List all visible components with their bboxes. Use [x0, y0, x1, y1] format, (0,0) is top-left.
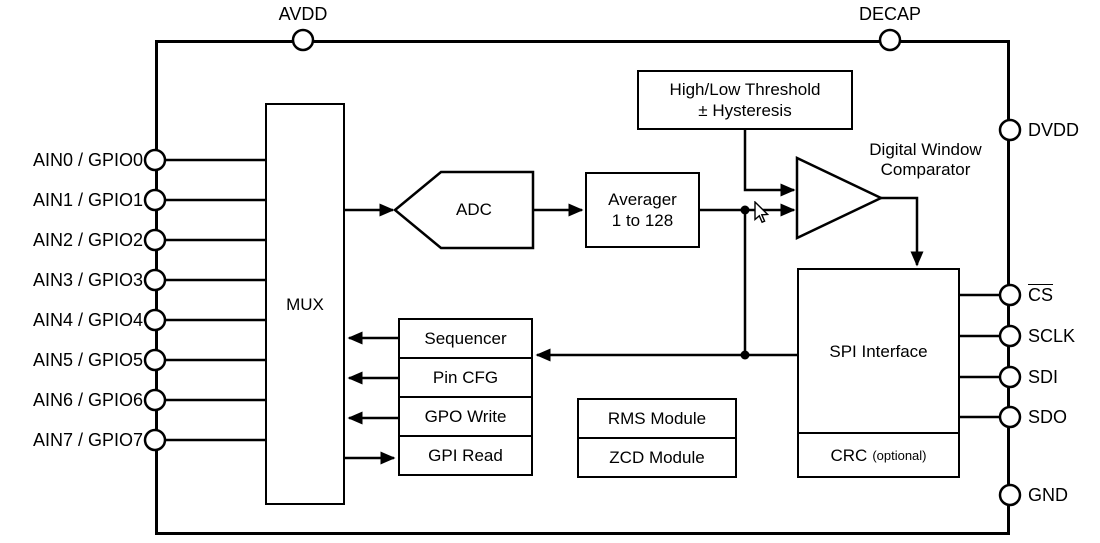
pin-sdi [998, 365, 1022, 389]
rms-module-block: RMS Module [579, 400, 735, 437]
pin-ain1 [143, 188, 167, 212]
adc-shape [393, 170, 535, 250]
rms-zcd-stack: RMS Module ZCD Module [577, 398, 737, 478]
pin-ain6 [143, 388, 167, 412]
crc-section: CRC (optional) [799, 432, 958, 476]
zcd-module-block: ZCD Module [579, 437, 735, 476]
pin-ain0 [143, 148, 167, 172]
threshold-block: High/Low Threshold ± Hysteresis [637, 70, 853, 130]
spi-interface-block: SPI Interface CRC (optional) [797, 268, 960, 478]
pin-ain5 [143, 348, 167, 372]
sequencer-block: Sequencer [400, 320, 531, 357]
pin-sclk [998, 324, 1022, 348]
pin-label-ain7-gpio7: AIN7 / GPIO7 [32, 430, 143, 450]
pin-label-avdd: AVDD [278, 4, 328, 24]
pin-cs [998, 283, 1022, 307]
pin-label-sdi: SDI [1028, 367, 1059, 387]
spi-pin-wires [960, 293, 1005, 419]
pin-sdo [998, 405, 1022, 429]
control-stack: Sequencer Pin CFG GPO Write GPI Read [398, 318, 533, 476]
pin-label-ain5-gpio5: AIN5 / GPIO5 [32, 350, 143, 370]
junction-dot [740, 350, 750, 360]
pin-gnd [998, 483, 1022, 507]
pin-dvdd [998, 118, 1022, 142]
pin-ain3 [143, 268, 167, 292]
wire-threshold-to-comparator [743, 130, 796, 197]
pin-label-ain6-gpio6: AIN6 / GPIO6 [32, 390, 143, 410]
pin-avdd [291, 28, 315, 52]
comparator-triangle [795, 156, 884, 240]
pin-label-gnd: GND [1028, 485, 1068, 505]
junction-dot [740, 205, 750, 215]
spi-label-area: SPI Interface [829, 341, 928, 361]
pin-ain2 [143, 228, 167, 252]
pin-label-cs: CS [1028, 285, 1054, 305]
pin-label-dvdd: DVDD [1028, 120, 1080, 140]
pin-label-ain1-gpio1: AIN1 / GPIO1 [32, 190, 143, 210]
pin-label-ain2-gpio2: AIN2 / GPIO2 [32, 230, 143, 250]
pin-label-sclk: SCLK [1028, 326, 1076, 346]
pin-label-ain3-gpio3: AIN3 / GPIO3 [32, 270, 143, 290]
comparator-label: Digital Window Comparator [869, 140, 982, 179]
pin-label-ain4-gpio4: AIN4 / GPIO4 [32, 310, 143, 330]
pin-circles [143, 28, 1022, 507]
adc-label: ADC [456, 200, 492, 219]
mux-block: MUX [265, 103, 345, 505]
pin-label-decap: DECAP [858, 4, 921, 24]
gpo-write-block: GPO Write [400, 396, 531, 435]
signal-wires [345, 130, 924, 465]
gpi-read-block: GPI Read [400, 435, 531, 474]
pin-label-ain0-gpio0: AIN0 / GPIO0 [32, 150, 143, 170]
pin-ain4 [143, 308, 167, 332]
left-pin-wires [155, 158, 265, 442]
pin-decap [878, 28, 902, 52]
pin-cfg-block: Pin CFG [400, 357, 531, 396]
wire-comparator-to-spi [880, 196, 924, 267]
mouse-cursor [754, 201, 770, 224]
pin-label-sdo: SDO [1028, 407, 1068, 427]
pin-ain7 [143, 428, 167, 452]
mux-label: MUX [286, 294, 324, 314]
averager-block: Averager 1 to 128 [585, 172, 700, 248]
